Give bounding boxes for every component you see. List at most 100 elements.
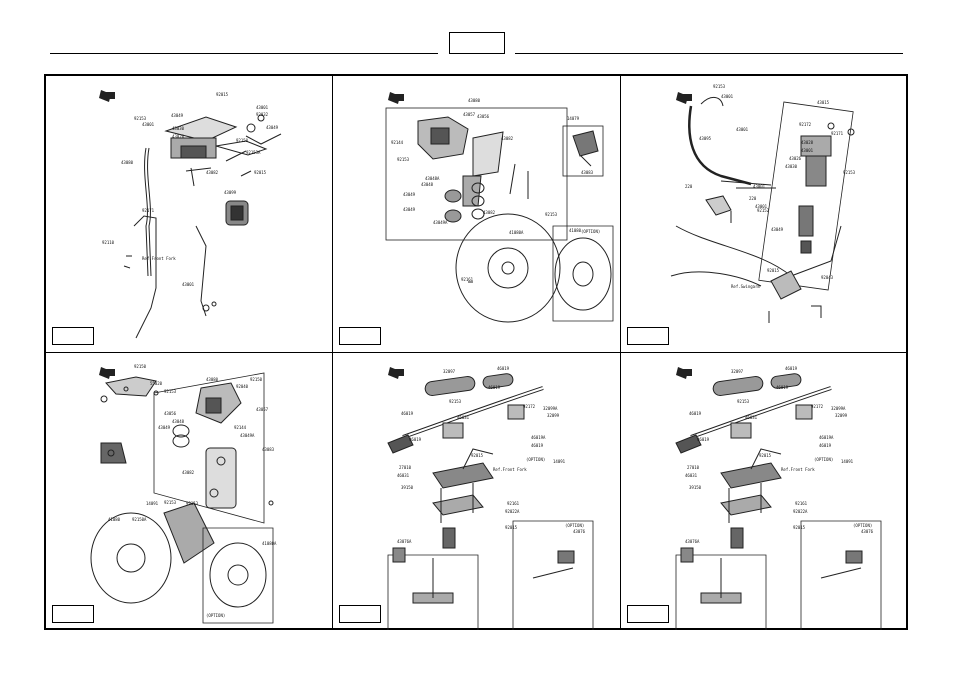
part-label: 43080 (206, 377, 219, 382)
part-label: 92144 (234, 425, 247, 430)
part-label: 92043 (821, 275, 834, 280)
part-label: 41080A (509, 230, 524, 235)
part-label: 92171 (831, 131, 844, 136)
part-label: 43099 (224, 190, 237, 195)
part-label: 92153 (134, 116, 147, 121)
part-label: 43076A (397, 539, 412, 544)
part-label: 46019 (497, 366, 510, 371)
part-label: 46019 (776, 385, 789, 390)
part-label: 43048 (172, 419, 185, 424)
part-label: 41080 (108, 517, 121, 522)
part-label: 92015 (254, 170, 267, 175)
front-master-cylinder-drawing: 92015 43001 43049 92032 43030 92153 4300… (99, 90, 282, 339)
header-rule-left (50, 53, 438, 54)
diagram-sheet: 92015 43001 43049 92032 43030 92153 4300… (44, 74, 908, 630)
header-page-box (449, 32, 505, 54)
part-label: 92172 (523, 404, 536, 409)
part-label: 92015 (216, 92, 229, 97)
rear-caliper-drawing: 92150 55020 92153 43080 92040 92150 4305… (90, 364, 277, 624)
part-label: 43049 (403, 207, 416, 212)
part-label: 43049 (771, 227, 784, 232)
part-label: 27010 (687, 465, 700, 470)
part-label: 55020 (150, 381, 163, 386)
part-label: 92153 (164, 389, 177, 394)
part-label: 43001 (721, 94, 734, 99)
part-label: 14091 (146, 501, 159, 506)
part-label: 43076 (573, 529, 586, 534)
part-label: 43028 (801, 140, 814, 145)
part-label: 43082 (182, 470, 195, 475)
part-label: 43001 (142, 122, 155, 127)
part-label: 14079 (567, 116, 580, 121)
part-label: 27010 (399, 465, 412, 470)
front-caliper-drawing: 43080 43057 43056 14079 92144 43082 9215… (385, 92, 614, 323)
part-label: 46031 (685, 473, 698, 478)
panel-rear-caliper: 92150 55020 92153 43080 92040 92150 4305… (46, 353, 332, 630)
part-label: 43030 (172, 126, 185, 131)
handlebar-drawing-b: 32097 46019 46019 92153 92172 32099A 320… (675, 366, 882, 630)
part-label: 46019 (531, 443, 544, 448)
part-label: 43015 (817, 100, 830, 105)
part-label: 43082 (501, 136, 514, 141)
part-label: 43083 (581, 170, 594, 175)
part-label: 46019 (488, 385, 501, 390)
part-label: 46019 (819, 443, 832, 448)
panel-reference-box (339, 605, 381, 623)
part-label: 46031 (397, 473, 410, 478)
header-rule-right (515, 53, 903, 54)
option-note: (OPTION) (853, 523, 872, 528)
part-label: 92153 (713, 84, 726, 89)
part-label: 43049 (171, 113, 184, 118)
part-label: 43001 (753, 184, 766, 189)
rear-master-cylinder-drawing: 92153 43001 43015 43001 92172 92171 4309… (670, 84, 856, 323)
part-label: 92153 (449, 399, 462, 404)
part-label: 43080 (121, 160, 134, 165)
part-label: 46031 (457, 415, 470, 420)
part-label: 43095 (699, 136, 712, 141)
part-label: 92153 (737, 399, 750, 404)
part-label: 43049 (403, 192, 416, 197)
part-label: 92172 (799, 122, 812, 127)
part-label: 43049 (158, 425, 171, 430)
part-label: 39150 (401, 485, 414, 490)
part-label: 92022A (793, 509, 808, 514)
handlebar-drawing-a: 32097 46019 46019 92153 92172 32099A 320… (387, 366, 594, 630)
option-note: (OPTION) (526, 457, 545, 462)
part-label: 14091 (553, 459, 566, 464)
part-label: 92015 (505, 525, 518, 530)
part-label: 43048A (425, 176, 440, 181)
part-label: 46019 (689, 411, 702, 416)
part-label: 32097 (731, 369, 744, 374)
part-label: 43057 (463, 112, 476, 117)
part-label: 32099 (835, 413, 848, 418)
part-label: 220 (749, 196, 757, 201)
part-label: 92153 (164, 500, 177, 505)
part-label: 32099A (543, 406, 558, 411)
part-label: 43082 (483, 210, 496, 215)
part-label: 92153 (397, 157, 410, 162)
part-label: 41080 (569, 228, 582, 233)
part-label: 92153 (545, 212, 558, 217)
part-label: 43056 (164, 411, 177, 416)
part-label: 92015 (759, 453, 772, 458)
part-label: 92150 (134, 364, 147, 369)
part-label: 43048 (421, 182, 434, 187)
part-label: 92172 (811, 404, 824, 409)
panel-handlebar-a: 32097 46019 46019 92153 92172 32099A 320… (333, 353, 620, 630)
panel-reference-box (52, 327, 94, 345)
part-label: 46019 (409, 437, 422, 442)
part-label: 92150 (236, 138, 249, 143)
part-label: 92153A (246, 150, 261, 155)
part-label: 43026 (789, 156, 802, 161)
option-note: (OPTION) (565, 523, 584, 528)
row-divider (46, 352, 906, 353)
part-label: 43049 (266, 125, 279, 130)
reference-note: Ref.Swingarm (731, 284, 760, 289)
part-label: 220 (685, 184, 693, 189)
reference-note: Ref.Front Fork (142, 256, 176, 261)
part-label: 43020 (172, 134, 185, 139)
part-label: 92150A (132, 517, 147, 522)
part-label: 41080A (262, 541, 277, 546)
part-label: 92161 (795, 501, 808, 506)
part-label: 43001 (755, 204, 768, 209)
